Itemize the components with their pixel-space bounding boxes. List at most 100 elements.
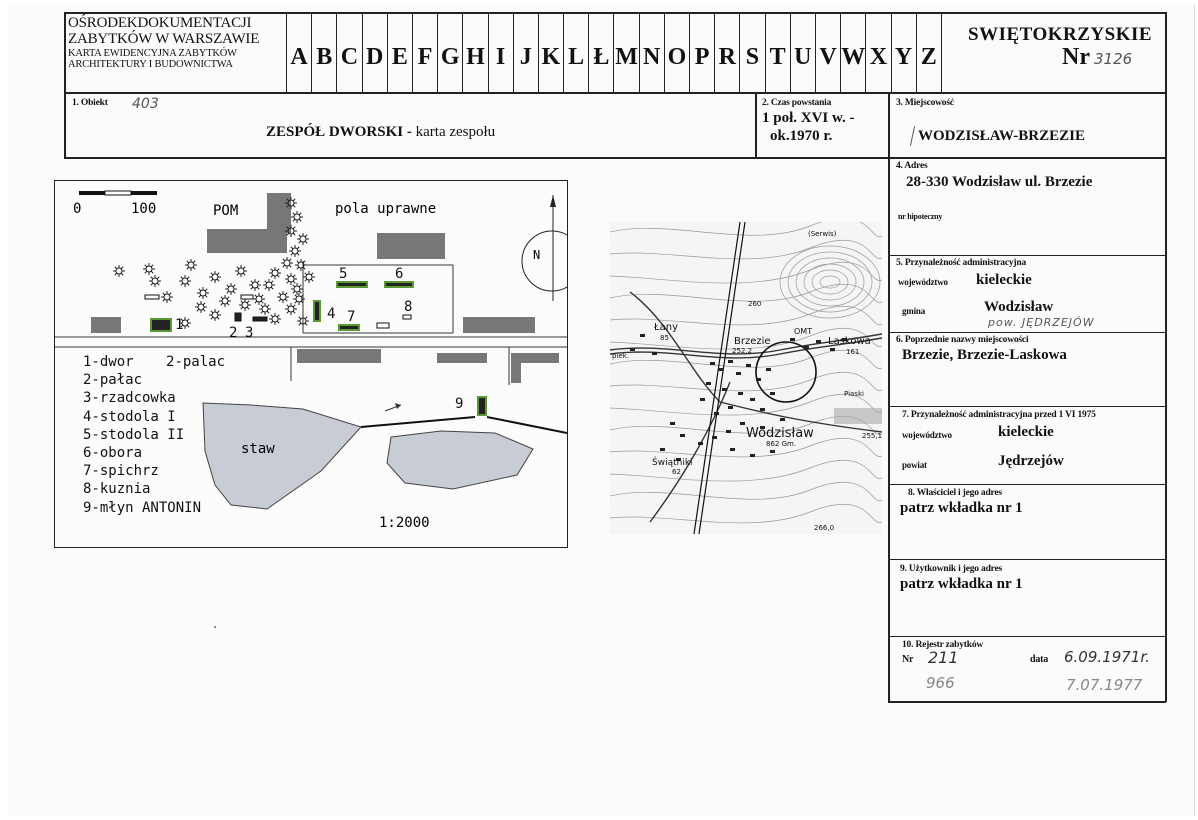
index-letter: Y xyxy=(890,14,916,92)
legend-item-2a: 2-palac xyxy=(166,354,226,370)
contour-line xyxy=(610,504,882,524)
region-cell xyxy=(940,14,1054,92)
contour-ring xyxy=(811,269,849,295)
admin-gmina-label: gmina xyxy=(902,306,926,316)
topo-label-omt: OMT xyxy=(794,327,812,336)
topo-house xyxy=(706,382,711,385)
period-line-2: ok.1970 r. xyxy=(770,128,833,144)
tree-icon xyxy=(269,313,281,325)
index-letter: A xyxy=(286,14,311,92)
pond-label: staw xyxy=(241,441,275,457)
index-letter: C xyxy=(336,14,361,92)
marked-buildings xyxy=(150,281,487,416)
topo-house xyxy=(770,392,775,395)
index-letter: Ł xyxy=(588,14,613,92)
legend-item-6: 6-obora xyxy=(83,445,143,462)
topo-house xyxy=(804,346,809,349)
topo-house xyxy=(676,458,681,461)
period-line-1: 1 poł. XVI w. - xyxy=(762,110,855,126)
topo-labels: (Serwis) Łany 85 Brzezie OMT Laskowa 252… xyxy=(612,230,882,532)
plan-num-9: 9 xyxy=(455,396,463,412)
tree-icon xyxy=(269,267,281,279)
object-label: 1. Obiekt xyxy=(72,98,108,108)
topo-label-62: 62 xyxy=(672,468,681,476)
tree-icon xyxy=(235,265,247,277)
institution-line-1: OŚRODEKDOKUMENTACJI xyxy=(68,15,252,31)
topographic-map: (Serwis) Łany 85 Brzezie OMT Laskowa 252… xyxy=(610,222,882,534)
building-road-1 xyxy=(297,349,381,363)
tree-icon xyxy=(197,287,209,299)
frame-col-period-left xyxy=(755,92,757,158)
sep-6-7 xyxy=(888,406,1166,408)
legend-item-9: 9-młyn ANTONIN xyxy=(83,499,202,516)
frame-top xyxy=(64,12,1166,14)
site-plan-drawing: 0 100 POM pola uprawne xyxy=(55,190,567,531)
topo-label-252: 252,2 xyxy=(732,347,752,355)
topo-house xyxy=(760,426,765,429)
object-title-bold: ZESPÓŁ DWORSKI - xyxy=(266,124,412,140)
tree-icon xyxy=(253,293,265,305)
contour-line xyxy=(610,222,882,237)
register-date-label: data xyxy=(1030,654,1049,665)
admin-before-powiat-value: Jędrzejów xyxy=(998,453,1064,469)
topo-house xyxy=(710,362,715,365)
building-4 xyxy=(313,300,321,322)
topo-house xyxy=(740,422,745,425)
topo-house xyxy=(736,372,741,375)
topo-house xyxy=(660,448,665,451)
topo-location-circle xyxy=(755,341,817,403)
sep-4-5 xyxy=(888,255,1166,257)
tree-icon xyxy=(289,245,301,257)
tree-icon xyxy=(297,233,309,245)
institution-line-4: ARCHITEKTURY I BUDOWNICTWA xyxy=(68,58,233,70)
scale-bar: 0 100 xyxy=(73,190,157,217)
tree-icon xyxy=(285,303,297,315)
admin-voivodeship-label: województwo xyxy=(898,277,948,287)
building-ne xyxy=(377,233,445,259)
address-value: 28-330 Wodzisław ul. Brzezie xyxy=(906,174,1093,190)
building-w xyxy=(91,317,121,333)
sep-9-10 xyxy=(888,636,1166,638)
frame-left-top xyxy=(64,12,66,158)
frame-right xyxy=(1165,12,1167,702)
plan-numbers: 1 2 3 4 5 6 7 8 9 xyxy=(175,266,463,412)
contour-ring xyxy=(795,257,865,307)
topo-house xyxy=(670,422,675,425)
owner-value: patrz wkładka nr 1 xyxy=(900,500,1023,516)
tree-icon xyxy=(285,197,297,209)
topo-house xyxy=(728,406,733,409)
register-label: 10. Rejestr zabytków xyxy=(902,640,984,650)
user-value: patrz wkładka nr 1 xyxy=(900,576,1023,592)
trees xyxy=(113,197,315,329)
frame-row1-bottom xyxy=(64,157,1166,159)
index-letter: U xyxy=(789,14,815,92)
contour-line xyxy=(610,438,882,458)
index-letter: V xyxy=(814,14,840,92)
topo-house xyxy=(640,334,645,337)
topo-house xyxy=(630,348,635,351)
index-letter: I xyxy=(487,14,513,92)
region-name: SWIĘTOKRZYSKIE xyxy=(968,24,1153,45)
admin-before-voivodeship-value: kieleckie xyxy=(998,424,1054,440)
contour-ring xyxy=(803,263,857,301)
tree-icon xyxy=(195,301,207,313)
stray-dot xyxy=(214,626,216,628)
tree-icon xyxy=(259,303,271,315)
topo-label-piaski: Piaski xyxy=(844,390,864,398)
admin-powiat-note: pow. JĘDRZEJÓW xyxy=(988,316,1095,329)
tree-icon xyxy=(291,283,303,295)
plan-num-2: 2 xyxy=(229,325,237,341)
topo-house xyxy=(680,434,685,437)
sep-5-6 xyxy=(888,332,1166,334)
index-letter: Z xyxy=(915,14,941,92)
tree-icon xyxy=(281,257,293,269)
tree-icon xyxy=(225,283,237,295)
index-letter: M xyxy=(613,14,638,92)
site-plan: 0 100 POM pola uprawne xyxy=(54,180,568,548)
tree-icon xyxy=(303,271,315,283)
index-letter: S xyxy=(739,14,764,92)
scale-end: 100 xyxy=(131,201,156,217)
index-letter: F xyxy=(411,14,437,92)
index-letter: B xyxy=(311,14,336,92)
admin-before-voivodeship-label: województwo xyxy=(902,430,952,440)
